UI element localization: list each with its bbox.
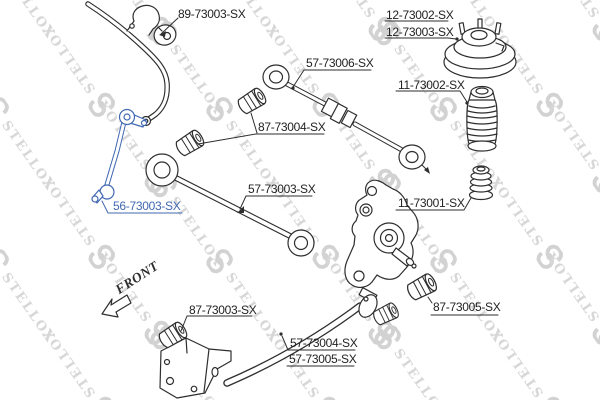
lateral-arm-bushing-upper [235, 85, 269, 117]
front-arrow-icon [101, 294, 132, 318]
dust-boot [466, 85, 498, 152]
part-label-stabilizer-link: 56-73003-SX [113, 199, 181, 213]
part-label-stabilizer-bar-bushing: 89-73003-SX [178, 7, 246, 21]
part-label-lateral-arm-bushing: 87-73004-SX [258, 120, 326, 134]
part-label-knuckle-bushing: 87-73005-SX [433, 300, 501, 314]
label-leader-lines [101, 17, 499, 367]
part-label-bump-stop: 11-73001-SX [398, 196, 465, 210]
part-label-trailing-arm: 57-73004-SX [290, 336, 358, 350]
stabilizer-link-highlighted [91, 108, 148, 204]
stabilizer-bar-bracket [126, 4, 160, 36]
knuckle-bushing [404, 271, 440, 303]
lower-lateral-rod [145, 153, 315, 257]
trailing-arm [159, 287, 401, 399]
steering-knuckle [344, 179, 419, 288]
strut-mount [443, 18, 517, 79]
part-label-upper-lateral-arm: 57-73006-SX [306, 56, 374, 70]
part-label-trailing-arm-alt: 57-73005-SX [289, 352, 357, 366]
part-label-trailing-arm-bushing: 87-73003-SX [189, 303, 257, 317]
part-label-lower-lateral-rod: 57-73003-SX [248, 182, 316, 196]
part-label-strut-mount-alt: 12-73003-SX [386, 25, 454, 39]
bump-stop [468, 165, 494, 201]
part-label-dust-boot: 11-73002-SX [398, 78, 465, 92]
part-label-strut-mount: 12-73002-SX [386, 8, 454, 22]
